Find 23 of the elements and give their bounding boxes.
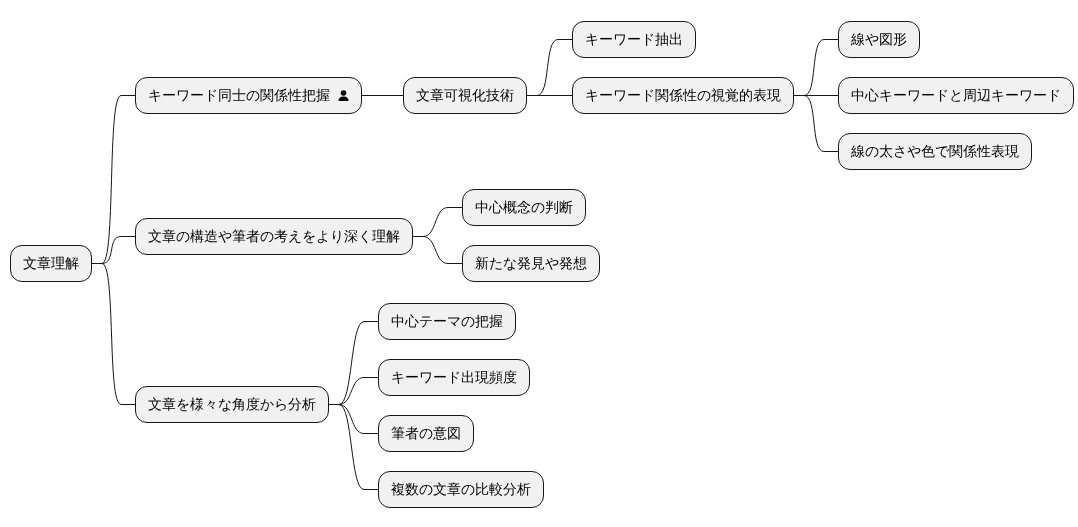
topic-box: 文章の構造や筆者の考えをより深く理解 (135, 218, 413, 255)
connector-line (91, 263, 136, 405)
connector-line (328, 404, 379, 490)
topic-box: 線の太さや色で関係性表現 (838, 133, 1032, 170)
topic-box: 中心キーワードと周辺キーワード (838, 77, 1074, 114)
topic-box: 新たな発見や発想 (462, 245, 600, 282)
connector-line (361, 95, 404, 96)
connector-line (412, 236, 463, 264)
topic-text: キーワード同士の関係性把握 (148, 87, 330, 103)
topic-box: 文章可視化技術 (403, 77, 527, 114)
connector-line (793, 95, 839, 152)
topic-box: 中心概念の判断 (462, 189, 586, 226)
topic-box: 線や図形 (838, 21, 920, 58)
topic-box (135, 77, 362, 114)
topic-box: キーワード抽出 (572, 21, 696, 58)
topic-box: 中心テーマの把握 (378, 303, 516, 340)
topic-box: 文章理解 (10, 245, 92, 282)
topic-box: キーワード出現頻度 (378, 359, 530, 396)
topic-box: キーワード関係性の視覚的表現 (572, 77, 794, 114)
topic-box: 筆者の意図 (378, 415, 474, 452)
connector-line (526, 95, 573, 96)
topic-box: 複数の文章の比較分析 (378, 471, 544, 508)
topic-box: 文章を様々な角度から分析 (135, 386, 329, 423)
